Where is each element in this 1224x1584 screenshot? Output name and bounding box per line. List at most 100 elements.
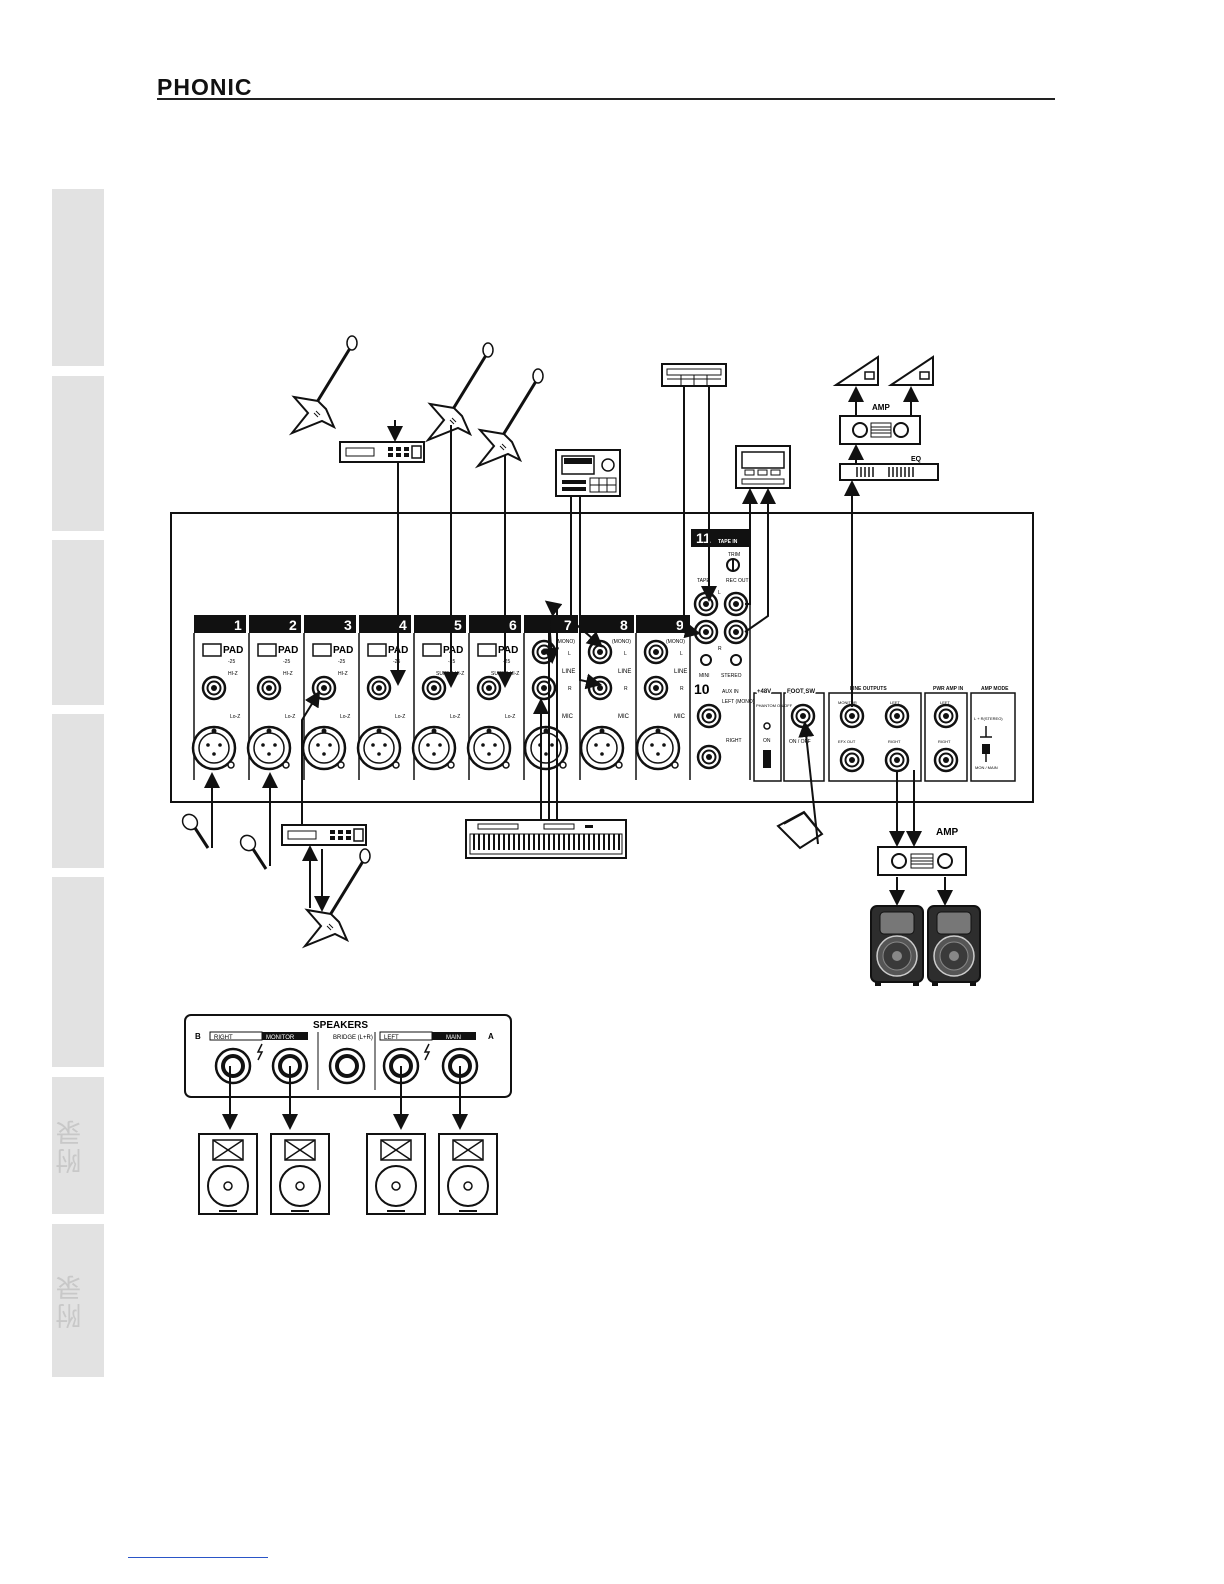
- amp-mode-stereo: L + R(STEREO): [974, 716, 1003, 721]
- aux-right-label: RIGHT: [726, 738, 742, 744]
- hiz-jack[interactable]: [256, 675, 282, 701]
- monitor-out-label: MONITOR: [838, 700, 857, 705]
- pa-speaker-icon: [927, 905, 981, 987]
- mono-label: (MONO): [556, 639, 575, 645]
- lightning-icon: [423, 1043, 431, 1061]
- stereo-mini-jack[interactable]: [730, 654, 742, 666]
- pad-switch[interactable]: [422, 643, 442, 657]
- hiz-jack[interactable]: [366, 675, 392, 701]
- speaker-cables: [222, 1066, 468, 1130]
- left-out-jack[interactable]: [884, 703, 910, 729]
- pad-value: -25: [393, 659, 400, 665]
- line-label: LINE: [618, 669, 631, 675]
- rec-out-l-jack[interactable]: [723, 591, 749, 617]
- tape-r-label: R: [718, 646, 722, 652]
- speakers-a-label: A: [488, 1032, 494, 1041]
- tape-in-r-jack[interactable]: [693, 619, 719, 645]
- tape-in-l-jack[interactable]: [693, 591, 719, 617]
- pwr-amp-left-jack[interactable]: [933, 703, 959, 729]
- side-tabs: 附录 附录: [52, 0, 104, 1584]
- rec-out-r-jack[interactable]: [723, 619, 749, 645]
- side-tab-1[interactable]: [52, 189, 104, 366]
- pad-switch[interactable]: [257, 643, 277, 657]
- side-tab-5[interactable]: [52, 877, 104, 1067]
- channel-number: 2: [289, 617, 297, 633]
- right-out-jack[interactable]: [884, 747, 910, 773]
- eq-label: EQ: [911, 456, 922, 463]
- pad-switch[interactable]: [367, 643, 387, 657]
- aux-left-jack[interactable]: [696, 703, 722, 729]
- amp-mode-switch[interactable]: [982, 744, 990, 754]
- speakers-panel: SPEAKERS B A RIGHT MONITOR BRIDGE (L+R) …: [184, 1014, 512, 1098]
- side-tab-appendix-2[interactable]: 附录: [52, 1224, 104, 1377]
- line-l-jack[interactable]: [643, 639, 669, 665]
- footer-link-underline: [128, 1557, 268, 1558]
- xlr-input[interactable]: [246, 725, 292, 771]
- line-r-jack[interactable]: [643, 675, 669, 701]
- mono-channel-strips: 1 PAD -25 HI-Z Lo-Z 2 PAD -25 HI-Z Lo-Z …: [191, 615, 521, 780]
- xlr-input[interactable]: [466, 725, 512, 771]
- line-r-jack[interactable]: [531, 675, 557, 701]
- speakers-main-label: MAIN: [446, 1035, 461, 1041]
- amp-mode-title: AMP MODE: [981, 686, 1009, 692]
- loz-label: Lo-Z: [395, 714, 405, 720]
- xlr-input[interactable]: [579, 725, 625, 771]
- speakon-bridge[interactable]: [328, 1047, 366, 1085]
- tape-in-number: 11: [696, 530, 711, 546]
- channel-number: 3: [344, 617, 352, 633]
- microphone-icon: [235, 830, 268, 871]
- mic-label: MIC: [618, 714, 630, 720]
- xlr-input[interactable]: [635, 725, 681, 771]
- hiz-jack[interactable]: [201, 675, 227, 701]
- aux-in-title: AUX IN: [722, 689, 739, 695]
- side-tab-appendix-1[interactable]: 附录: [52, 1077, 104, 1214]
- foot-sw-jack[interactable]: [790, 703, 816, 729]
- hiz-jack[interactable]: [421, 675, 447, 701]
- eq-icon: [839, 463, 939, 481]
- loz-label: Lo-Z: [285, 714, 295, 720]
- side-tab-4[interactable]: [52, 714, 104, 868]
- mini-jack[interactable]: [700, 654, 712, 666]
- channel-number: 8: [620, 617, 628, 633]
- xlr-input[interactable]: [301, 725, 347, 771]
- recorder-icon: [735, 445, 791, 489]
- trim-label: TRIM: [728, 552, 740, 558]
- effects-unit-icon: [281, 824, 367, 846]
- pad-switch[interactable]: [477, 643, 497, 657]
- guitar-icon: [290, 334, 359, 435]
- xlr-input[interactable]: [523, 725, 569, 771]
- efx-out-jack[interactable]: [839, 747, 865, 773]
- speaker-cabinet-icon: [270, 1133, 330, 1215]
- pwr-amp-in-title: PWR AMP IN: [933, 686, 964, 692]
- pad-label: PAD: [223, 645, 243, 656]
- aux-right-jack[interactable]: [696, 744, 722, 770]
- guitar-icon: [476, 367, 545, 468]
- r-label: R: [568, 686, 572, 692]
- phantom-switch[interactable]: [763, 750, 771, 768]
- hiz-label: HI-Z: [283, 671, 293, 677]
- xlr-input[interactable]: [356, 725, 402, 771]
- pad-switch[interactable]: [312, 643, 332, 657]
- foot-sw-title: FOOT SW: [787, 689, 815, 695]
- channel-number: 6: [509, 617, 517, 633]
- channel-strip-1: 1 PAD -25 HI-Z Lo-Z: [191, 615, 246, 780]
- side-tab-2[interactable]: [52, 376, 104, 531]
- channel-number: 9: [676, 617, 684, 633]
- line-r-jack[interactable]: [587, 675, 613, 701]
- side-tab-3[interactable]: [52, 540, 104, 705]
- line-label: LINE: [674, 669, 687, 675]
- monitor-out-jack[interactable]: [839, 703, 865, 729]
- channel-strip-9: 9 (MONO) L LINE R MIC: [635, 615, 691, 780]
- channel-number: 4: [399, 617, 407, 633]
- speakon-right[interactable]: [214, 1047, 252, 1085]
- pad-switch[interactable]: [202, 643, 222, 657]
- pad-value: -25: [503, 659, 510, 665]
- stereo-label: STEREO: [721, 673, 742, 679]
- pwr-amp-right-jack[interactable]: [933, 747, 959, 773]
- guitar-icon: [303, 847, 372, 948]
- xlr-input[interactable]: [411, 725, 457, 771]
- phonic-logo: PHONIC: [157, 74, 253, 100]
- hiz-jack[interactable]: [476, 675, 502, 701]
- xlr-input[interactable]: [191, 725, 237, 771]
- output-section: +48V PHANTOM ON/OFF ON FOOT SW ON / OFF …: [753, 685, 1016, 782]
